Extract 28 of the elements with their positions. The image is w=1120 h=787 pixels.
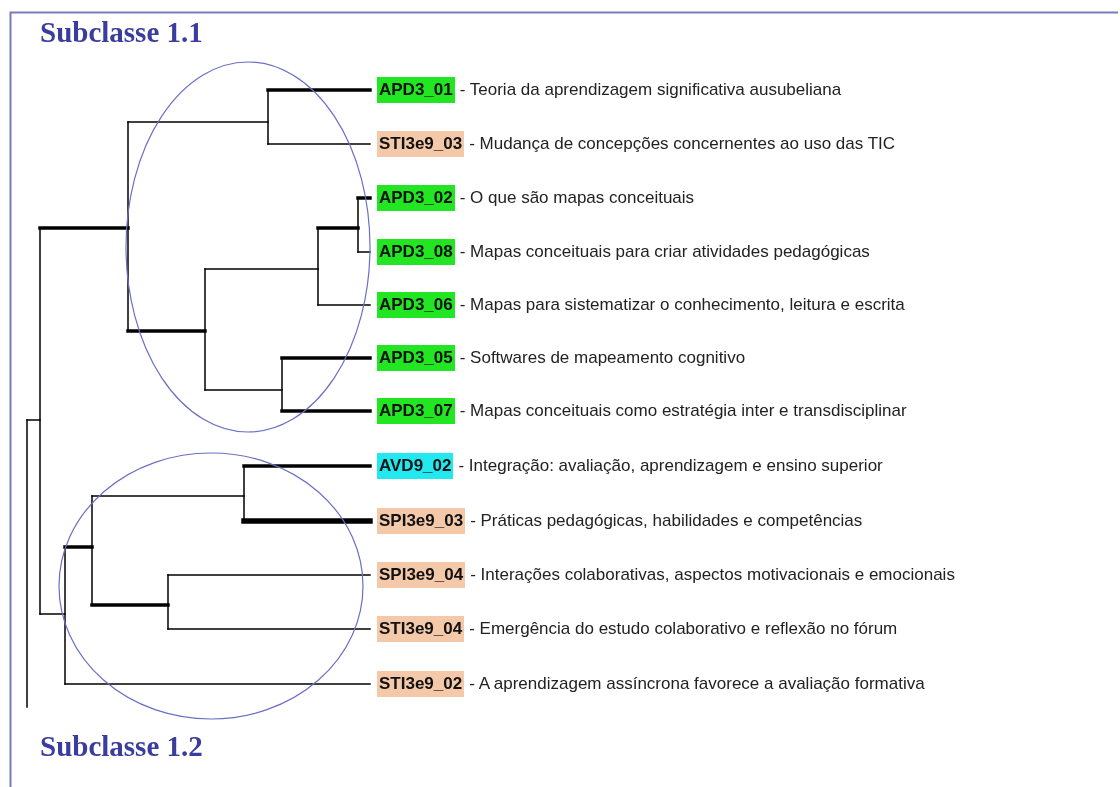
document-description: - O que são mapas conceituais	[459, 188, 695, 208]
document-code-label: SPI3e9_04	[377, 562, 466, 588]
document-code-label: APD3_06	[377, 292, 455, 318]
document-code-label: AVD9_02	[377, 453, 454, 479]
document-description: - Práticas pedagógicas, habilidades e competências	[470, 511, 863, 531]
document-description: - Mapas conceituais como estratégia inter e transdisciplinar	[459, 401, 907, 421]
document-description: - Mapas conceituais para criar atividades pedagógicas	[459, 242, 870, 262]
document-description: - Mapas para sistematizar o conhecimento, leitura e escrita	[459, 295, 905, 315]
document-code-label: APD3_02	[377, 185, 455, 211]
document-code-label: STI3e9_03	[377, 131, 465, 157]
document-description: - Teoria da aprendizagem significativa ausubeliana	[459, 80, 842, 100]
document-description: - Interações colaborativas, aspectos motivacionais e emocionais	[470, 565, 955, 585]
document-code-label: APD3_05	[377, 345, 455, 371]
document-code-label: APD3_01	[377, 77, 455, 103]
document-description: - Emergência do estudo colaborativo e reflexão no fórum	[469, 619, 898, 639]
document-code-label: SPI3e9_03	[377, 508, 466, 534]
document-description: - Integração: avaliação, aprendizagem e ensino superior	[458, 456, 883, 476]
document-code-label: STI3e9_02	[377, 671, 465, 697]
document-description: - Softwares de mapeamento cognitivo	[459, 348, 746, 368]
cluster-heading: Subclasse 1.2	[40, 730, 203, 763]
document-code-label: STI3e9_04	[377, 616, 465, 642]
cluster-ellipse	[58, 452, 364, 720]
document-description: - Mudança de concepções concernentes ao uso das TIC	[469, 134, 896, 154]
document-description: - A aprendizagem assíncrona favorece a avaliação formativa	[469, 674, 925, 694]
document-code-label: APD3_08	[377, 239, 455, 265]
document-code-label: APD3_07	[377, 398, 455, 424]
cluster-ellipse	[125, 61, 371, 433]
cluster-heading: Subclasse 1.1	[40, 16, 203, 49]
